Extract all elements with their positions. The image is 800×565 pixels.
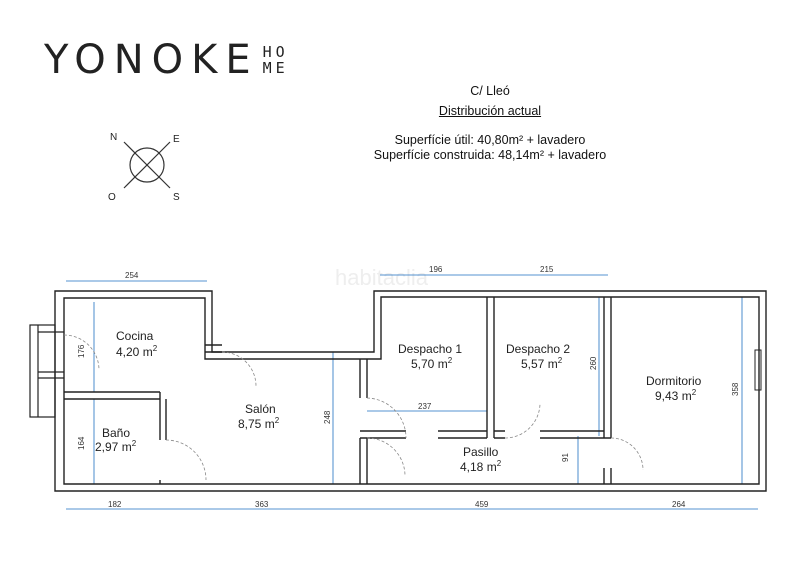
brand-logo: YONOKE HO ME xyxy=(44,40,289,80)
window-right-frame xyxy=(754,349,762,391)
dim-h-237: 237 xyxy=(418,402,432,411)
room-despacho2-area-value: 5,57 m xyxy=(521,357,558,371)
wall-despacho2-bottom xyxy=(494,430,604,439)
compass-line-2 xyxy=(123,141,171,189)
street-title: C/ Lleó xyxy=(470,84,510,98)
plan-subtitle: Distribución actual xyxy=(438,104,542,118)
dim-v-164: 164 xyxy=(77,436,86,450)
room-pasillo-area-sup: 2 xyxy=(497,459,502,468)
room-salon-area-value: 8,75 m xyxy=(238,417,275,431)
dimension-labels: 254 196 215 182 363 459 264 237 176 164 … xyxy=(77,265,740,509)
lavadero xyxy=(29,324,64,418)
brand-sub-line-1: HO xyxy=(262,43,289,61)
wall-kitchen-entry xyxy=(205,344,222,353)
brand-name: YONOKE xyxy=(44,37,259,83)
room-cocina-area-sup: 2 xyxy=(153,344,158,353)
door-kitchen-lavadero xyxy=(63,334,100,371)
room-bano-area-sup: 2 xyxy=(132,439,137,448)
room-despacho2-name: Despacho 2 xyxy=(506,342,570,356)
watermark-text: habitaclia xyxy=(335,265,429,290)
dim-top-215: 215 xyxy=(540,265,554,274)
wall-dormitorio-left xyxy=(603,297,612,438)
room-cocina-name: Cocina xyxy=(116,329,154,343)
dim-bottom-363: 363 xyxy=(255,500,269,509)
door-pasillo xyxy=(366,437,406,477)
door-dormitorio xyxy=(610,437,644,471)
room-dormitorio-area-value: 9,43 m xyxy=(655,389,692,403)
wall-despacho1-left xyxy=(359,359,368,398)
room-bano-area: 2,97 m2 xyxy=(95,439,137,454)
dim-v-91: 91 xyxy=(561,453,570,462)
dim-bottom-459: 459 xyxy=(475,500,489,509)
lavadero-outline xyxy=(29,324,56,418)
room-labels: Cocina 4,20 m2 Baño 2,97 m2 Salón 8,75 m… xyxy=(95,329,702,474)
walls xyxy=(54,290,767,492)
room-despacho1-area-value: 5,70 m xyxy=(411,357,448,371)
dim-top-254: 254 xyxy=(125,271,139,280)
door-salon-kitchen xyxy=(221,351,257,387)
door-despacho1 xyxy=(366,397,407,439)
wall-salon-pasillo xyxy=(359,438,368,484)
room-dormitorio-area-sup: 2 xyxy=(692,388,697,397)
room-despacho1-name: Despacho 1 xyxy=(398,342,462,356)
room-cocina-area-value: 4,20 m xyxy=(116,345,153,359)
brand-sub-line-2: ME xyxy=(262,59,289,77)
compass-e: E xyxy=(173,134,180,145)
dim-v-248: 248 xyxy=(323,410,332,424)
room-cocina-area: 4,20 m2 xyxy=(116,344,158,359)
outer-wall-outer xyxy=(54,290,767,492)
room-dormitorio-area: 9,43 m2 xyxy=(655,388,697,403)
dimension-lines xyxy=(66,274,758,510)
wall-dormitorio-door-jamb xyxy=(603,437,612,484)
outer-wall-inner xyxy=(63,296,760,485)
dim-v-176: 176 xyxy=(77,344,86,358)
room-bano-name: Baño xyxy=(102,426,130,440)
room-despacho1-area: 5,70 m2 xyxy=(411,356,453,371)
compass: N E O S xyxy=(108,132,180,203)
compass-o: O xyxy=(108,192,116,203)
door-despacho2 xyxy=(504,402,541,439)
room-salon-area-sup: 2 xyxy=(275,416,280,425)
door-swings xyxy=(63,334,644,481)
dim-v-260: 260 xyxy=(589,356,598,370)
wall-despacho-divider xyxy=(486,297,495,438)
room-despacho2-area-sup: 2 xyxy=(558,356,563,365)
compass-s: S xyxy=(173,192,180,203)
wall-despacho1-bottom xyxy=(360,430,487,439)
room-pasillo-area: 4,18 m2 xyxy=(460,459,502,474)
room-pasillo-name: Pasillo xyxy=(463,445,499,459)
dim-top-196: 196 xyxy=(429,265,443,274)
dim-bottom-264: 264 xyxy=(672,500,686,509)
door-bath xyxy=(165,439,207,481)
window-right xyxy=(754,349,762,391)
room-despacho2-area: 5,57 m2 xyxy=(521,356,563,371)
compass-n: N xyxy=(110,132,117,143)
dim-bottom-182: 182 xyxy=(108,500,122,509)
room-bano-area-value: 2,97 m xyxy=(95,440,132,454)
compass-circle xyxy=(129,147,165,183)
room-despacho1-area-sup: 2 xyxy=(448,356,453,365)
room-dormitorio-name: Dormitorio xyxy=(646,374,702,388)
dim-v-358: 358 xyxy=(731,382,740,396)
room-salon-area: 8,75 m2 xyxy=(238,416,280,431)
area-useful: Superfície útil: 40,80m² + lavadero xyxy=(394,133,586,147)
wall-bath-right xyxy=(159,399,167,484)
brand-sub: HO ME xyxy=(263,44,289,76)
wall-kitchen-bath xyxy=(64,391,161,400)
area-built: Superfície construida: 48,14m² + lavader… xyxy=(373,148,607,162)
room-pasillo-area-value: 4,18 m xyxy=(460,460,497,474)
room-salon-name: Salón xyxy=(245,402,276,416)
